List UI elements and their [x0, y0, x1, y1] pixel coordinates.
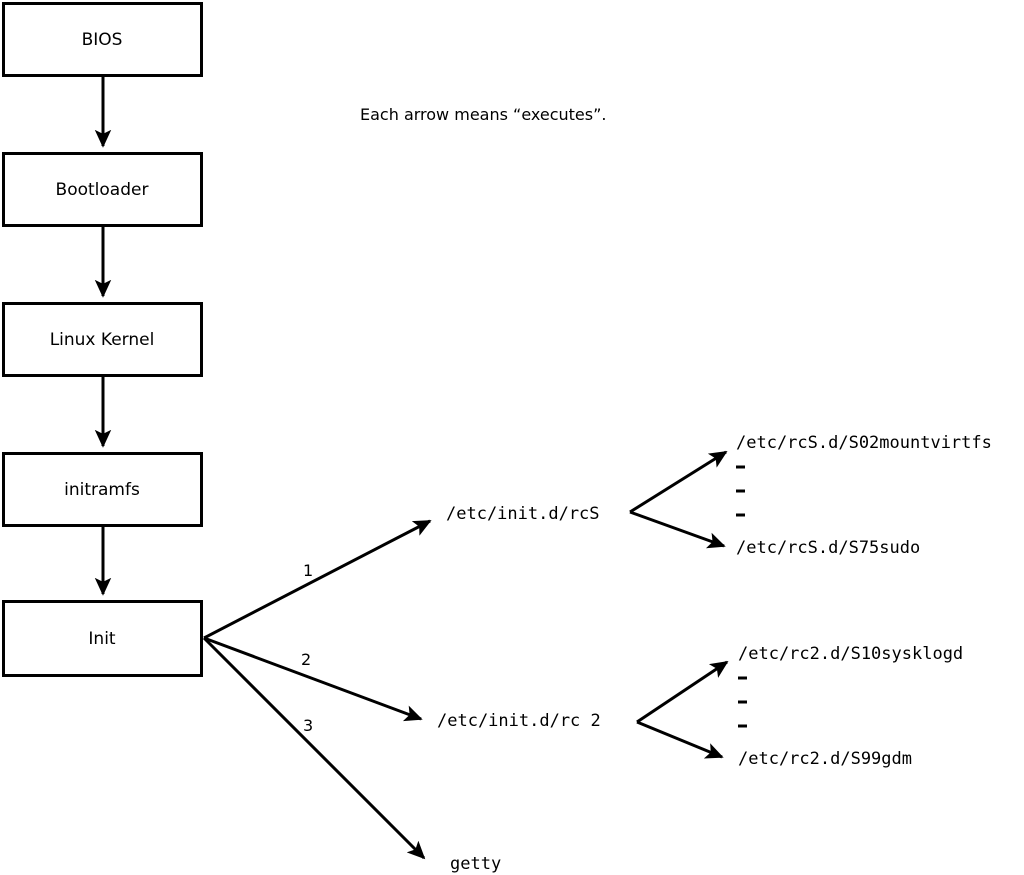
- node-initramfs-label: initramfs: [64, 480, 140, 500]
- arrow-init-to-rcs: [203, 519, 432, 640]
- arrow-rcs-to-first-script: [629, 450, 728, 514]
- node-bootloader-label: Bootloader: [56, 180, 149, 200]
- label-rcs-last-script[interactable]: /etc/rcS.d/S75sudo: [736, 538, 920, 558]
- node-init-box[interactable]: [2, 600, 203, 677]
- arrow-rc2-to-last-script: [636, 720, 724, 759]
- node-bootloader[interactable]: Bootloader: [2, 152, 203, 227]
- node-bios[interactable]: BIOS: [2, 2, 203, 77]
- arrow-rcs-to-last-script: [629, 510, 726, 549]
- rcs-fanout-group: /etc/rcS.d/S02mountvirtfs /etc/rcS.d/S75…: [629, 433, 992, 558]
- rc2-fanout-group: /etc/rc2.d/S10sysklogd /etc/rc2.d/S99gdm: [636, 644, 963, 769]
- node-initramfs-box[interactable]: [2, 452, 203, 527]
- arrow-init-to-getty: [202, 636, 426, 860]
- label-etc-init-d-rc2[interactable]: /etc/init.d/rc 2: [437, 711, 601, 731]
- node-bios-label: BIOS: [82, 30, 123, 50]
- diagram-caption: Each arrow means “executes”.: [360, 105, 606, 124]
- branch-labels: /etc/init.d/rcS /etc/init.d/rc 2 getty: [437, 504, 601, 874]
- label-etc-init-d-rcs[interactable]: /etc/init.d/rcS: [446, 504, 600, 524]
- boot-chain-group: BIOS Bootloader Linux Kernel initramfs I…: [2, 2, 203, 677]
- node-linux-kernel-label: Linux Kernel: [50, 330, 155, 350]
- node-bootloader-box[interactable]: [2, 152, 203, 227]
- arrow-init-to-rc2: [203, 636, 423, 722]
- init-fanout-arrows: 1 2 3: [202, 519, 432, 860]
- node-bios-box[interactable]: [2, 2, 203, 77]
- label-rc2-last-script[interactable]: /etc/rc2.d/S99gdm: [738, 749, 912, 769]
- node-linux-kernel[interactable]: Linux Kernel: [2, 302, 203, 377]
- node-init[interactable]: Init: [2, 600, 203, 677]
- node-initramfs[interactable]: initramfs: [2, 452, 203, 527]
- arrow-rc2-to-first-script: [636, 660, 729, 724]
- node-init-label: Init: [88, 629, 116, 649]
- arrow-number-2: 2: [301, 650, 311, 669]
- label-rc2-first-script[interactable]: /etc/rc2.d/S10sysklogd: [738, 644, 963, 664]
- arrow-number-3: 3: [303, 716, 313, 735]
- label-getty[interactable]: getty: [450, 854, 501, 874]
- node-linux-kernel-box[interactable]: [2, 302, 203, 377]
- label-rcs-first-script[interactable]: /etc/rcS.d/S02mountvirtfs: [736, 433, 992, 453]
- arrow-number-1: 1: [303, 561, 313, 580]
